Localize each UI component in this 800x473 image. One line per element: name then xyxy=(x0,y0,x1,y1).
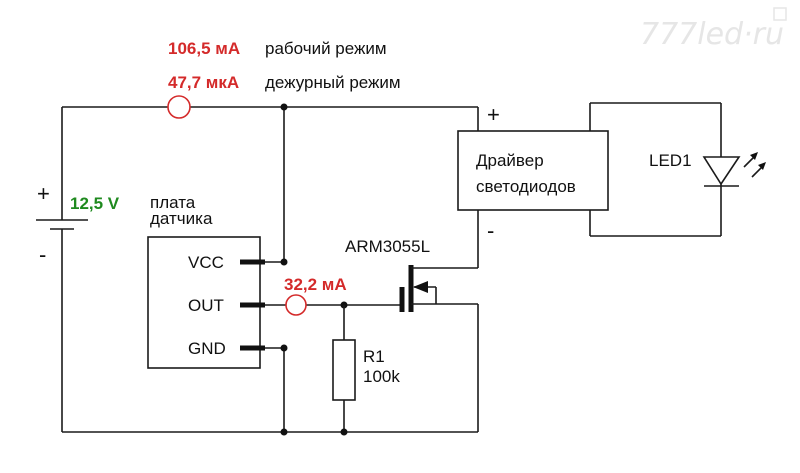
top-supply-rail xyxy=(62,106,479,131)
led-driver-label-line2: светодиодов xyxy=(476,177,576,196)
standby-current-value: 47,7 мкА xyxy=(168,73,239,92)
gnd-wire xyxy=(265,347,285,432)
battery-symbol xyxy=(36,107,88,432)
battery-minus-sign: - xyxy=(39,242,46,267)
vcc-wire xyxy=(265,107,285,263)
driver-plus-sign: + xyxy=(487,102,500,127)
vcc-junction-dot xyxy=(280,103,288,111)
led-driver-box xyxy=(457,130,609,211)
sensor-output-current-value: 32,2 мА xyxy=(284,275,347,294)
transistor-name-label: ARM3055L xyxy=(345,237,430,256)
led-diode-icon xyxy=(702,152,766,187)
led-name-label: LED1 xyxy=(649,151,692,170)
resistor-ground-junction-dot xyxy=(340,428,348,436)
working-mode-label: рабочий режим xyxy=(265,39,387,58)
working-current-value: 106,5 мА xyxy=(168,39,240,58)
vcc-pin-junction-dot xyxy=(280,258,288,266)
battery-plus-sign: + xyxy=(37,181,50,206)
ammeter-standby-icon xyxy=(167,95,191,119)
site-watermark: 777led·ru xyxy=(640,17,784,52)
ammeter-sensor-output-icon xyxy=(285,294,307,316)
watermark-box-icon xyxy=(773,7,787,21)
sensor-pin-out-label: OUT xyxy=(188,296,224,315)
standby-mode-label: дежурный режим xyxy=(265,73,401,92)
driver-minus-sign: - xyxy=(487,218,494,243)
gnd-rail-junction-dot xyxy=(280,428,288,436)
sensor-board-title-line2: датчика xyxy=(150,209,213,228)
gnd-pin-junction-dot xyxy=(280,344,288,352)
led-driver-label-line1: Драйвер xyxy=(476,151,544,170)
mosfet-symbol xyxy=(399,265,478,312)
resistor-value-label: 100k xyxy=(363,367,400,386)
sensor-pin-gnd-label: GND xyxy=(188,339,226,358)
sensor-pin-vcc-label: VCC xyxy=(188,253,224,272)
resistor-name-label: R1 xyxy=(363,347,385,366)
supply-voltage-label: 12,5 V xyxy=(70,194,120,213)
sensor-board-title-line1: плата xyxy=(150,193,196,212)
resistor-r1-symbol xyxy=(332,305,356,432)
